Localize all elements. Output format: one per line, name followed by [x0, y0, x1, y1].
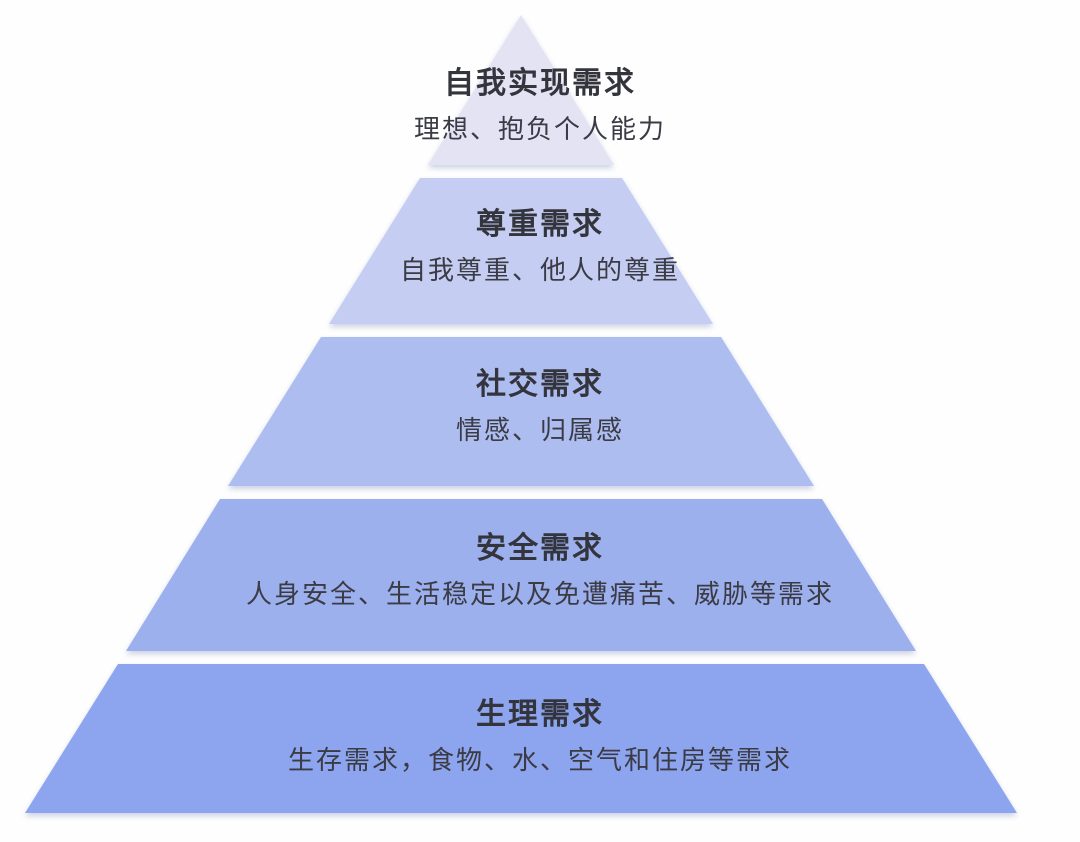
level-2-title: 尊重需求 — [476, 208, 604, 241]
level-3-description: 情感、归属感 — [455, 415, 624, 445]
level-4-title: 安全需求 — [476, 532, 604, 565]
level-2-description: 自我尊重、他人的尊重 — [399, 255, 680, 285]
level-4-label-group: 安全需求 人身安全、生活稳定以及免遭痛苦、威胁等需求 — [0, 532, 1080, 609]
level-1-title: 自我实现需求 — [444, 67, 636, 100]
level-1-description: 理想、抱负个人能力 — [413, 114, 666, 144]
level-5-title: 生理需求 — [476, 698, 604, 731]
level-3-label-group: 社交需求 情感、归属感 — [0, 368, 1080, 445]
level-3-title: 社交需求 — [476, 368, 604, 401]
level-5-label-group: 生理需求 生存需求，食物、水、空气和住房等需求 — [0, 698, 1080, 775]
level-5-description: 生存需求，食物、水、空气和住房等需求 — [287, 745, 792, 775]
level-1-label-group: 自我实现需求 理想、抱负个人能力 — [0, 67, 1080, 144]
level-2-label-group: 尊重需求 自我尊重、他人的尊重 — [0, 208, 1080, 285]
level-4-description: 人身安全、生活稳定以及免遭痛苦、威胁等需求 — [245, 579, 834, 609]
